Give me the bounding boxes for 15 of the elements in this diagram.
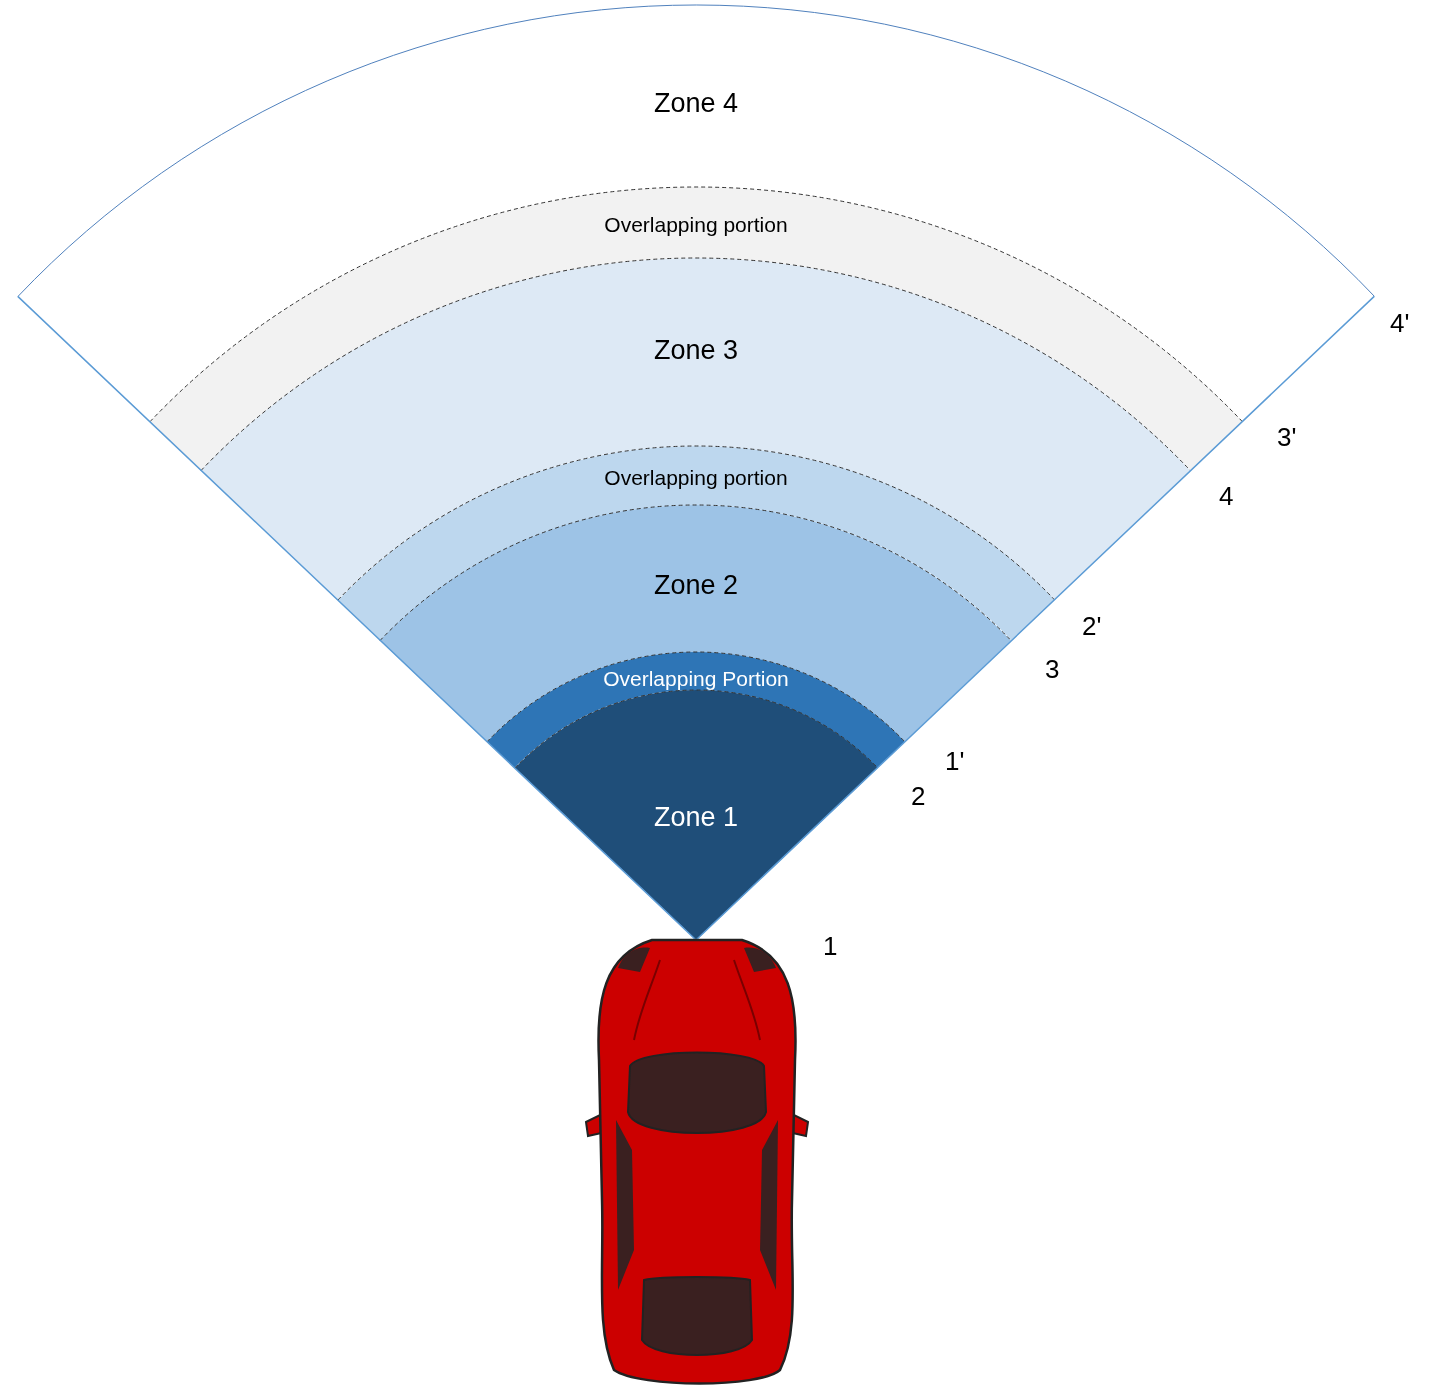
boundary-label: 2' <box>1082 613 1102 639</box>
boundary-label: 4' <box>1390 310 1410 336</box>
boundary-label: 1 <box>823 933 838 959</box>
overlap-label: Overlapping portion <box>604 213 788 237</box>
boundary-label: 3' <box>1277 424 1297 450</box>
zone-label: Zone 2 <box>653 570 738 601</box>
zone-label: Zone 3 <box>653 335 738 366</box>
overlap-label: Overlapping Portion <box>603 667 789 691</box>
overlap-label: Overlapping portion <box>604 466 788 490</box>
boundary-label: 3 <box>1045 656 1060 682</box>
zone-label: Zone 4 <box>653 88 738 119</box>
zone-label: Zone 1 <box>653 802 738 833</box>
boundary-label: 2 <box>911 783 926 809</box>
boundary-label: 4 <box>1219 483 1234 509</box>
boundary-label: 1' <box>945 748 965 774</box>
